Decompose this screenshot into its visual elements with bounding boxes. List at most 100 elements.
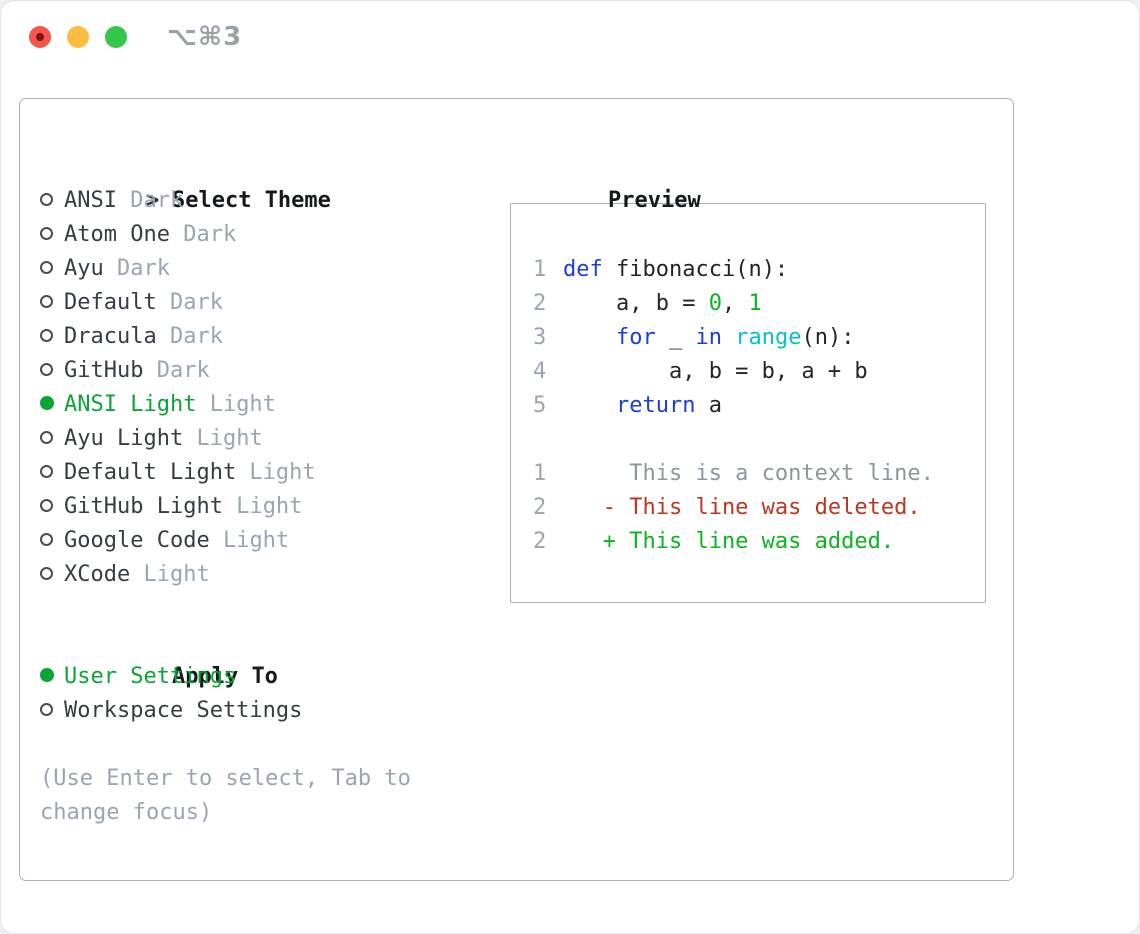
item-label: Default bbox=[64, 290, 157, 315]
code-token-keyword: def bbox=[563, 257, 603, 282]
line-number: 5 bbox=[533, 393, 547, 418]
item-label: Atom One bbox=[64, 222, 170, 247]
item-variant-label: Dark bbox=[143, 358, 210, 383]
line-number: 2 bbox=[533, 495, 547, 520]
diff-text: + This line was added. bbox=[563, 529, 895, 554]
item-variant-label: Light bbox=[222, 494, 303, 519]
radio-unselected-icon bbox=[40, 703, 53, 716]
spacer bbox=[533, 423, 985, 457]
item-label: GitHub Light bbox=[64, 494, 223, 519]
preview-title: Preview bbox=[607, 188, 701, 213]
item-label: Ayu bbox=[64, 256, 104, 281]
item-variant-label: Light bbox=[196, 392, 276, 417]
diff-text: - This line was deleted. bbox=[563, 495, 921, 520]
line-number: 3 bbox=[533, 325, 547, 350]
radio-unselected-icon bbox=[40, 363, 53, 376]
theme-item-default-light[interactable]: Default Light Light bbox=[40, 456, 490, 490]
diff-text: This is a context line. bbox=[563, 461, 934, 486]
line-number: 2 bbox=[533, 529, 547, 554]
code-token-plain: , bbox=[721, 291, 749, 316]
code-token-number: 1 bbox=[748, 291, 762, 316]
theme-item-github-light[interactable]: GitHub Light Light bbox=[40, 490, 490, 524]
item-variant-label: Dark bbox=[156, 324, 223, 349]
diff-line-context: 1 This is a context line. bbox=[533, 457, 985, 491]
theme-item-ayu-light[interactable]: Ayu Light Light bbox=[40, 422, 490, 456]
item-variant-label: Light bbox=[209, 528, 290, 553]
spacer bbox=[40, 592, 490, 626]
radio-unselected-icon bbox=[40, 193, 53, 206]
code-token-plain: a, b = b, a + b bbox=[563, 359, 868, 384]
item-variant-label: Light bbox=[236, 460, 316, 485]
diff-line-added: 2 + This line was added. bbox=[533, 525, 985, 559]
theme-item-atom-one[interactable]: Atom One Dark bbox=[40, 218, 490, 252]
code-token-plain bbox=[563, 325, 616, 350]
item-variant-label: Dark bbox=[156, 290, 223, 315]
line-number: 2 bbox=[533, 291, 547, 316]
item-label: User Settings bbox=[64, 664, 237, 689]
item-label: XCode bbox=[64, 562, 131, 587]
radio-unselected-icon bbox=[40, 329, 53, 342]
code-token-keyword: in bbox=[695, 325, 722, 350]
line-number: 1 bbox=[533, 461, 547, 486]
radio-unselected-icon bbox=[40, 261, 53, 274]
theme-item-ansi-light[interactable]: ANSI Light Light bbox=[40, 388, 490, 422]
code-token-keyword: return bbox=[615, 393, 696, 418]
item-variant-label: Dark bbox=[103, 256, 170, 281]
item-variant-label: Dark bbox=[169, 222, 237, 247]
radio-unselected-icon bbox=[40, 533, 53, 546]
selection-prompt-icon: > bbox=[145, 188, 160, 213]
diff-preview: 1 This is a context line.2 - This line w… bbox=[533, 457, 985, 559]
code-token-plain bbox=[563, 393, 616, 418]
spacer bbox=[40, 728, 490, 762]
item-label: GitHub bbox=[64, 358, 144, 383]
theme-picker-title: Select Theme bbox=[171, 188, 331, 213]
code-line: 5 return a bbox=[533, 389, 985, 423]
apply-option-workspace-settings[interactable]: Workspace Settings bbox=[40, 694, 490, 728]
item-label: Dracula bbox=[64, 324, 157, 349]
theme-item-github[interactable]: GitHub Dark bbox=[40, 354, 490, 388]
code-line: 1 def fibonacci(n): bbox=[533, 253, 985, 287]
theme-item-dracula[interactable]: Dracula Dark bbox=[40, 320, 490, 354]
theme-item-google-code[interactable]: Google Code Light bbox=[40, 524, 490, 558]
radio-unselected-icon bbox=[40, 465, 53, 478]
minimize-button[interactable] bbox=[67, 26, 89, 48]
theme-item-default[interactable]: Default Dark bbox=[40, 286, 490, 320]
code-token-plain bbox=[722, 325, 735, 350]
code-token-plain: a, b = bbox=[563, 291, 709, 316]
code-line: 3 for _ in range(n): bbox=[533, 321, 985, 355]
code-token-builtin: range bbox=[735, 325, 802, 350]
line-number: 1 bbox=[533, 257, 547, 282]
item-label: Workspace Settings bbox=[64, 698, 303, 723]
item-label: Google Code bbox=[64, 528, 210, 553]
theme-item-ansi[interactable]: ANSI Dark bbox=[40, 184, 490, 218]
item-label: Default Light bbox=[64, 460, 237, 485]
code-token-plain: a bbox=[695, 393, 722, 418]
radio-unselected-icon bbox=[40, 295, 53, 308]
theme-item-xcode[interactable]: XCode Light bbox=[40, 558, 490, 592]
theme-picker-header: > Select Theme bbox=[40, 150, 490, 213]
apply-option-user-settings[interactable]: User Settings bbox=[40, 660, 490, 694]
code-line: 4 a, b = b, a + b bbox=[533, 355, 985, 389]
theme-item-ayu[interactable]: Ayu Dark bbox=[40, 252, 490, 286]
preview-header: Preview bbox=[502, 150, 986, 213]
diff-line-deleted: 2 - This line was deleted. bbox=[533, 491, 985, 525]
radio-unselected-icon bbox=[40, 227, 53, 240]
usage-hint: (Use Enter to select, Tab to change focu… bbox=[40, 766, 411, 825]
zoom-button[interactable] bbox=[105, 26, 127, 48]
code-line: 2 a, b = 0, 1 bbox=[533, 287, 985, 321]
item-variant-label: Dark bbox=[116, 188, 184, 213]
code-token-plain: fibonacci(n): bbox=[602, 257, 789, 282]
radio-unselected-icon bbox=[40, 567, 53, 580]
code-token-plain: _ bbox=[655, 325, 696, 350]
close-button[interactable] bbox=[29, 26, 51, 48]
item-label: ANSI bbox=[64, 188, 117, 213]
keyboard-shortcut-label: ⌥⌘3 bbox=[167, 22, 243, 52]
apply-to-title: Apply To bbox=[171, 664, 278, 689]
